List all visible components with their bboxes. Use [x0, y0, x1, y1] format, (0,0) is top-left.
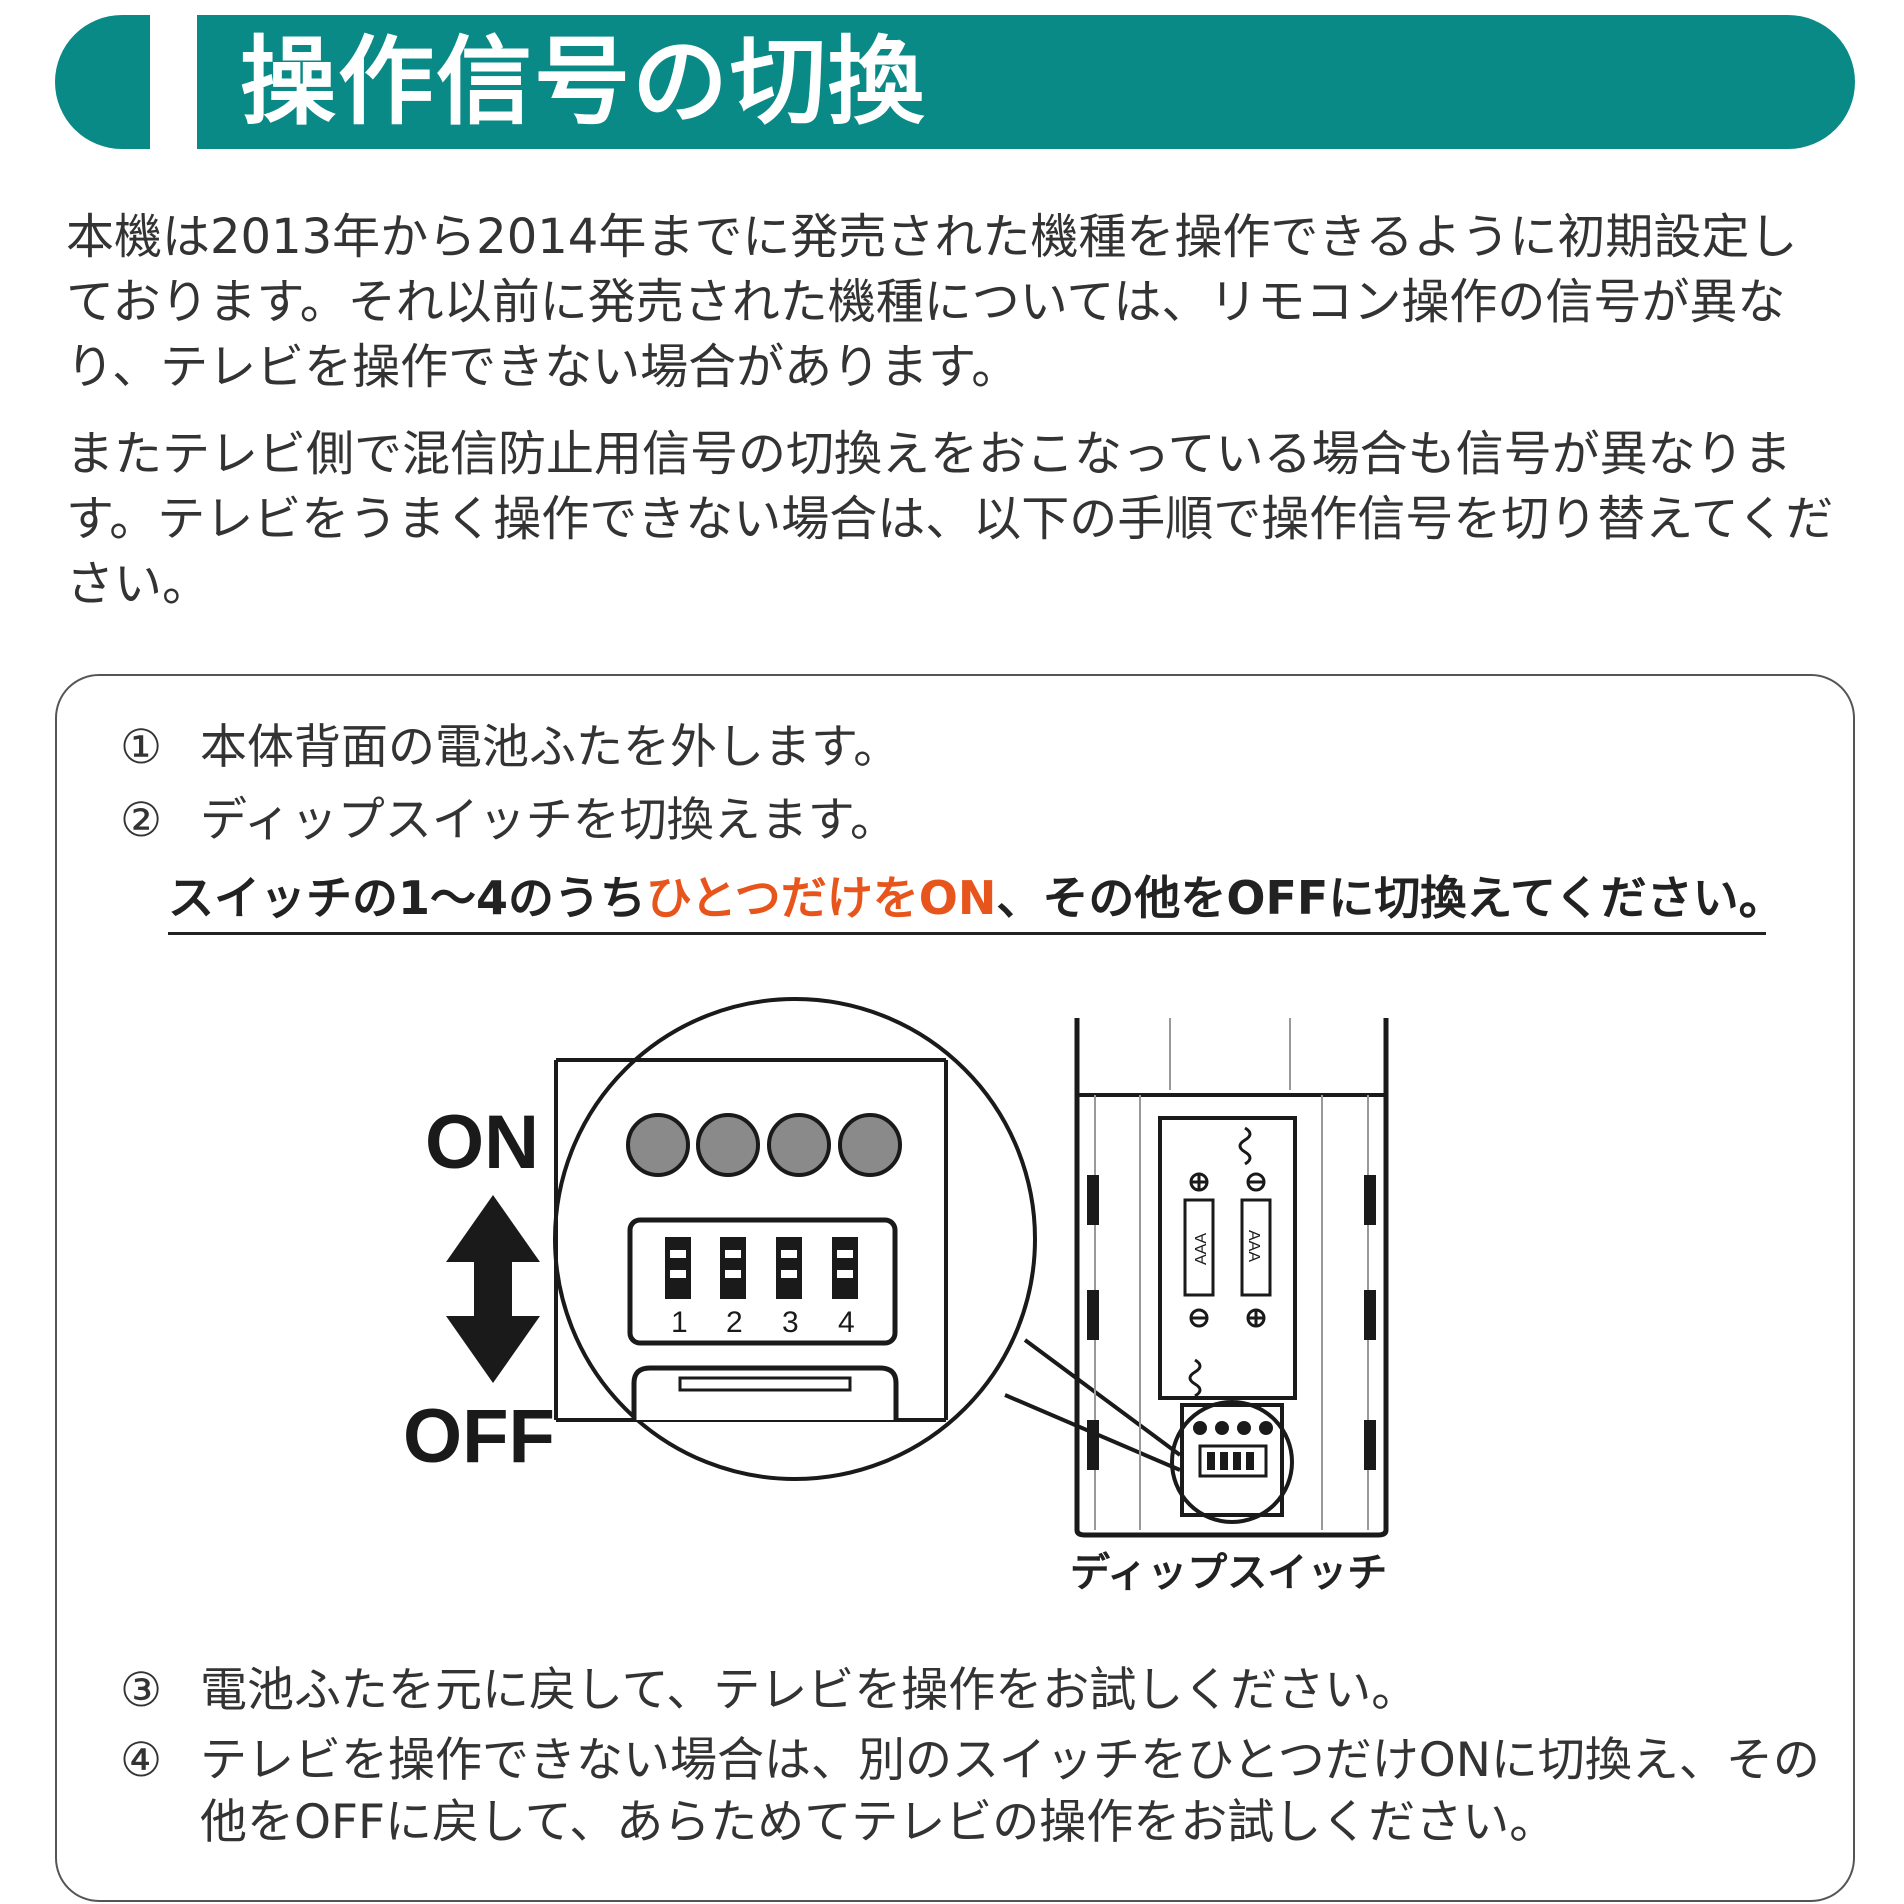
intro-paragraph-2: またテレビ側で混信防止用信号の切換えをおこなっている場合も信号が異なります。テレ… [66, 426, 1834, 612]
step-4: ④ テレビを操作できない場合は、別のスイッチをひとつだけONに切換え、その [120, 1730, 1820, 1792]
battery-left [1183, 1198, 1215, 1297]
page-title: 操作信号の切換 [240, 26, 926, 138]
step-text: ディップスイッチを切換えます。 [200, 793, 898, 848]
dip-switch-housing [627, 1217, 898, 1346]
step-2: ② ディップスイッチを切換えます。 [120, 790, 897, 852]
step-text-line-2: 他をOFFに戻して、あらためてテレビの操作をお試しください。 [200, 1795, 1557, 1850]
remote-switch-highlight-circle [1170, 1400, 1294, 1524]
intro-paragraph-1: 本機は2013年から2014年までに発売された機種を操作できるように初期設定して… [66, 209, 1798, 395]
switch-number-3: 3 [782, 1306, 799, 1339]
step-number: ④ [120, 1733, 163, 1788]
indicator-dots [626, 1113, 902, 1177]
switch-number-1: 1 [671, 1306, 688, 1339]
dip-switch-toggles [665, 1237, 858, 1299]
step-text: 本体背面の電池ふたを外します。 [200, 720, 901, 775]
on-label: ON [425, 1100, 539, 1185]
side-grips [1087, 1175, 1376, 1470]
switch-number-2: 2 [726, 1306, 743, 1339]
off-label: OFF [403, 1394, 555, 1479]
instruction-highlight: ひとつだけをON [646, 871, 997, 925]
battery-compartment [1158, 1116, 1297, 1400]
step-text: 電池ふたを元に戻して、テレビを操作をお試しください。 [200, 1663, 1419, 1718]
spring-top-icon [1238, 1126, 1252, 1166]
instruction-tail: 、その他をOFFに切換えてください。 [996, 871, 1785, 925]
spring-bottom-icon [1188, 1358, 1202, 1398]
battery-right [1240, 1198, 1272, 1297]
on-off-arrow-icon [446, 1195, 540, 1383]
battery-polarity-icons [1189, 1172, 1266, 1328]
switch-instruction: スイッチの1〜4のうちひとつだけをON、その他をOFFに切換えてください。 [168, 870, 1785, 935]
step-number: ③ [120, 1663, 163, 1718]
step-text-line-1: テレビを操作できない場合は、別のスイッチをひとつだけONに切換え、その [200, 1733, 1820, 1788]
remote-switch-dots [1193, 1421, 1273, 1435]
step-1: ① 本体背面の電池ふたを外します。 [120, 717, 900, 779]
step-4-continuation: 他をOFFに戻して、あらためてテレビの操作をお試しください。 [200, 1792, 1556, 1854]
battery-left-label: AAA [1193, 1233, 1210, 1265]
instructions-panel [55, 674, 1855, 1902]
step-number: ② [120, 793, 163, 848]
header-bar [197, 15, 1855, 149]
switch-number-4: 4 [838, 1306, 855, 1339]
step-number: ① [120, 720, 163, 775]
section-header: 操作信号の切換 [55, 15, 1855, 149]
step-3: ③ 電池ふたを元に戻して、テレビを操作をお試しください。 [120, 1660, 1418, 1722]
intro-text: 本機は2013年から2014年までに発売された機種を操作できるように初期設定して… [66, 205, 1836, 639]
battery-right-label: AAA [1245, 1230, 1262, 1262]
battery-cover-tab [631, 1365, 899, 1420]
figure-caption: ディップスイッチ [1070, 1550, 1388, 1596]
instruction-lead: スイッチの1〜4のうち [168, 871, 647, 925]
